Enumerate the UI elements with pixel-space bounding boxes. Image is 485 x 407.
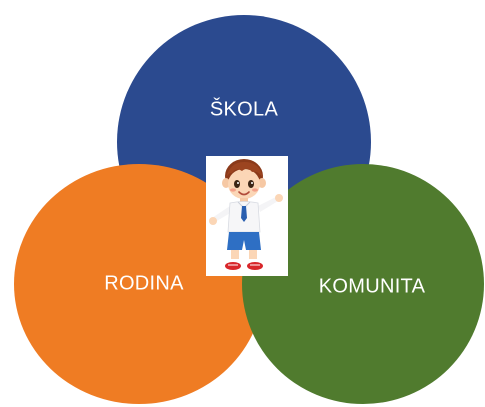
child-icon — [209, 159, 283, 270]
label-skola: ŠKOLA — [209, 98, 279, 121]
child-illustration — [206, 156, 288, 276]
label-rodina: RODINA — [104, 272, 184, 295]
label-komunita: KOMUNITA — [318, 275, 426, 298]
